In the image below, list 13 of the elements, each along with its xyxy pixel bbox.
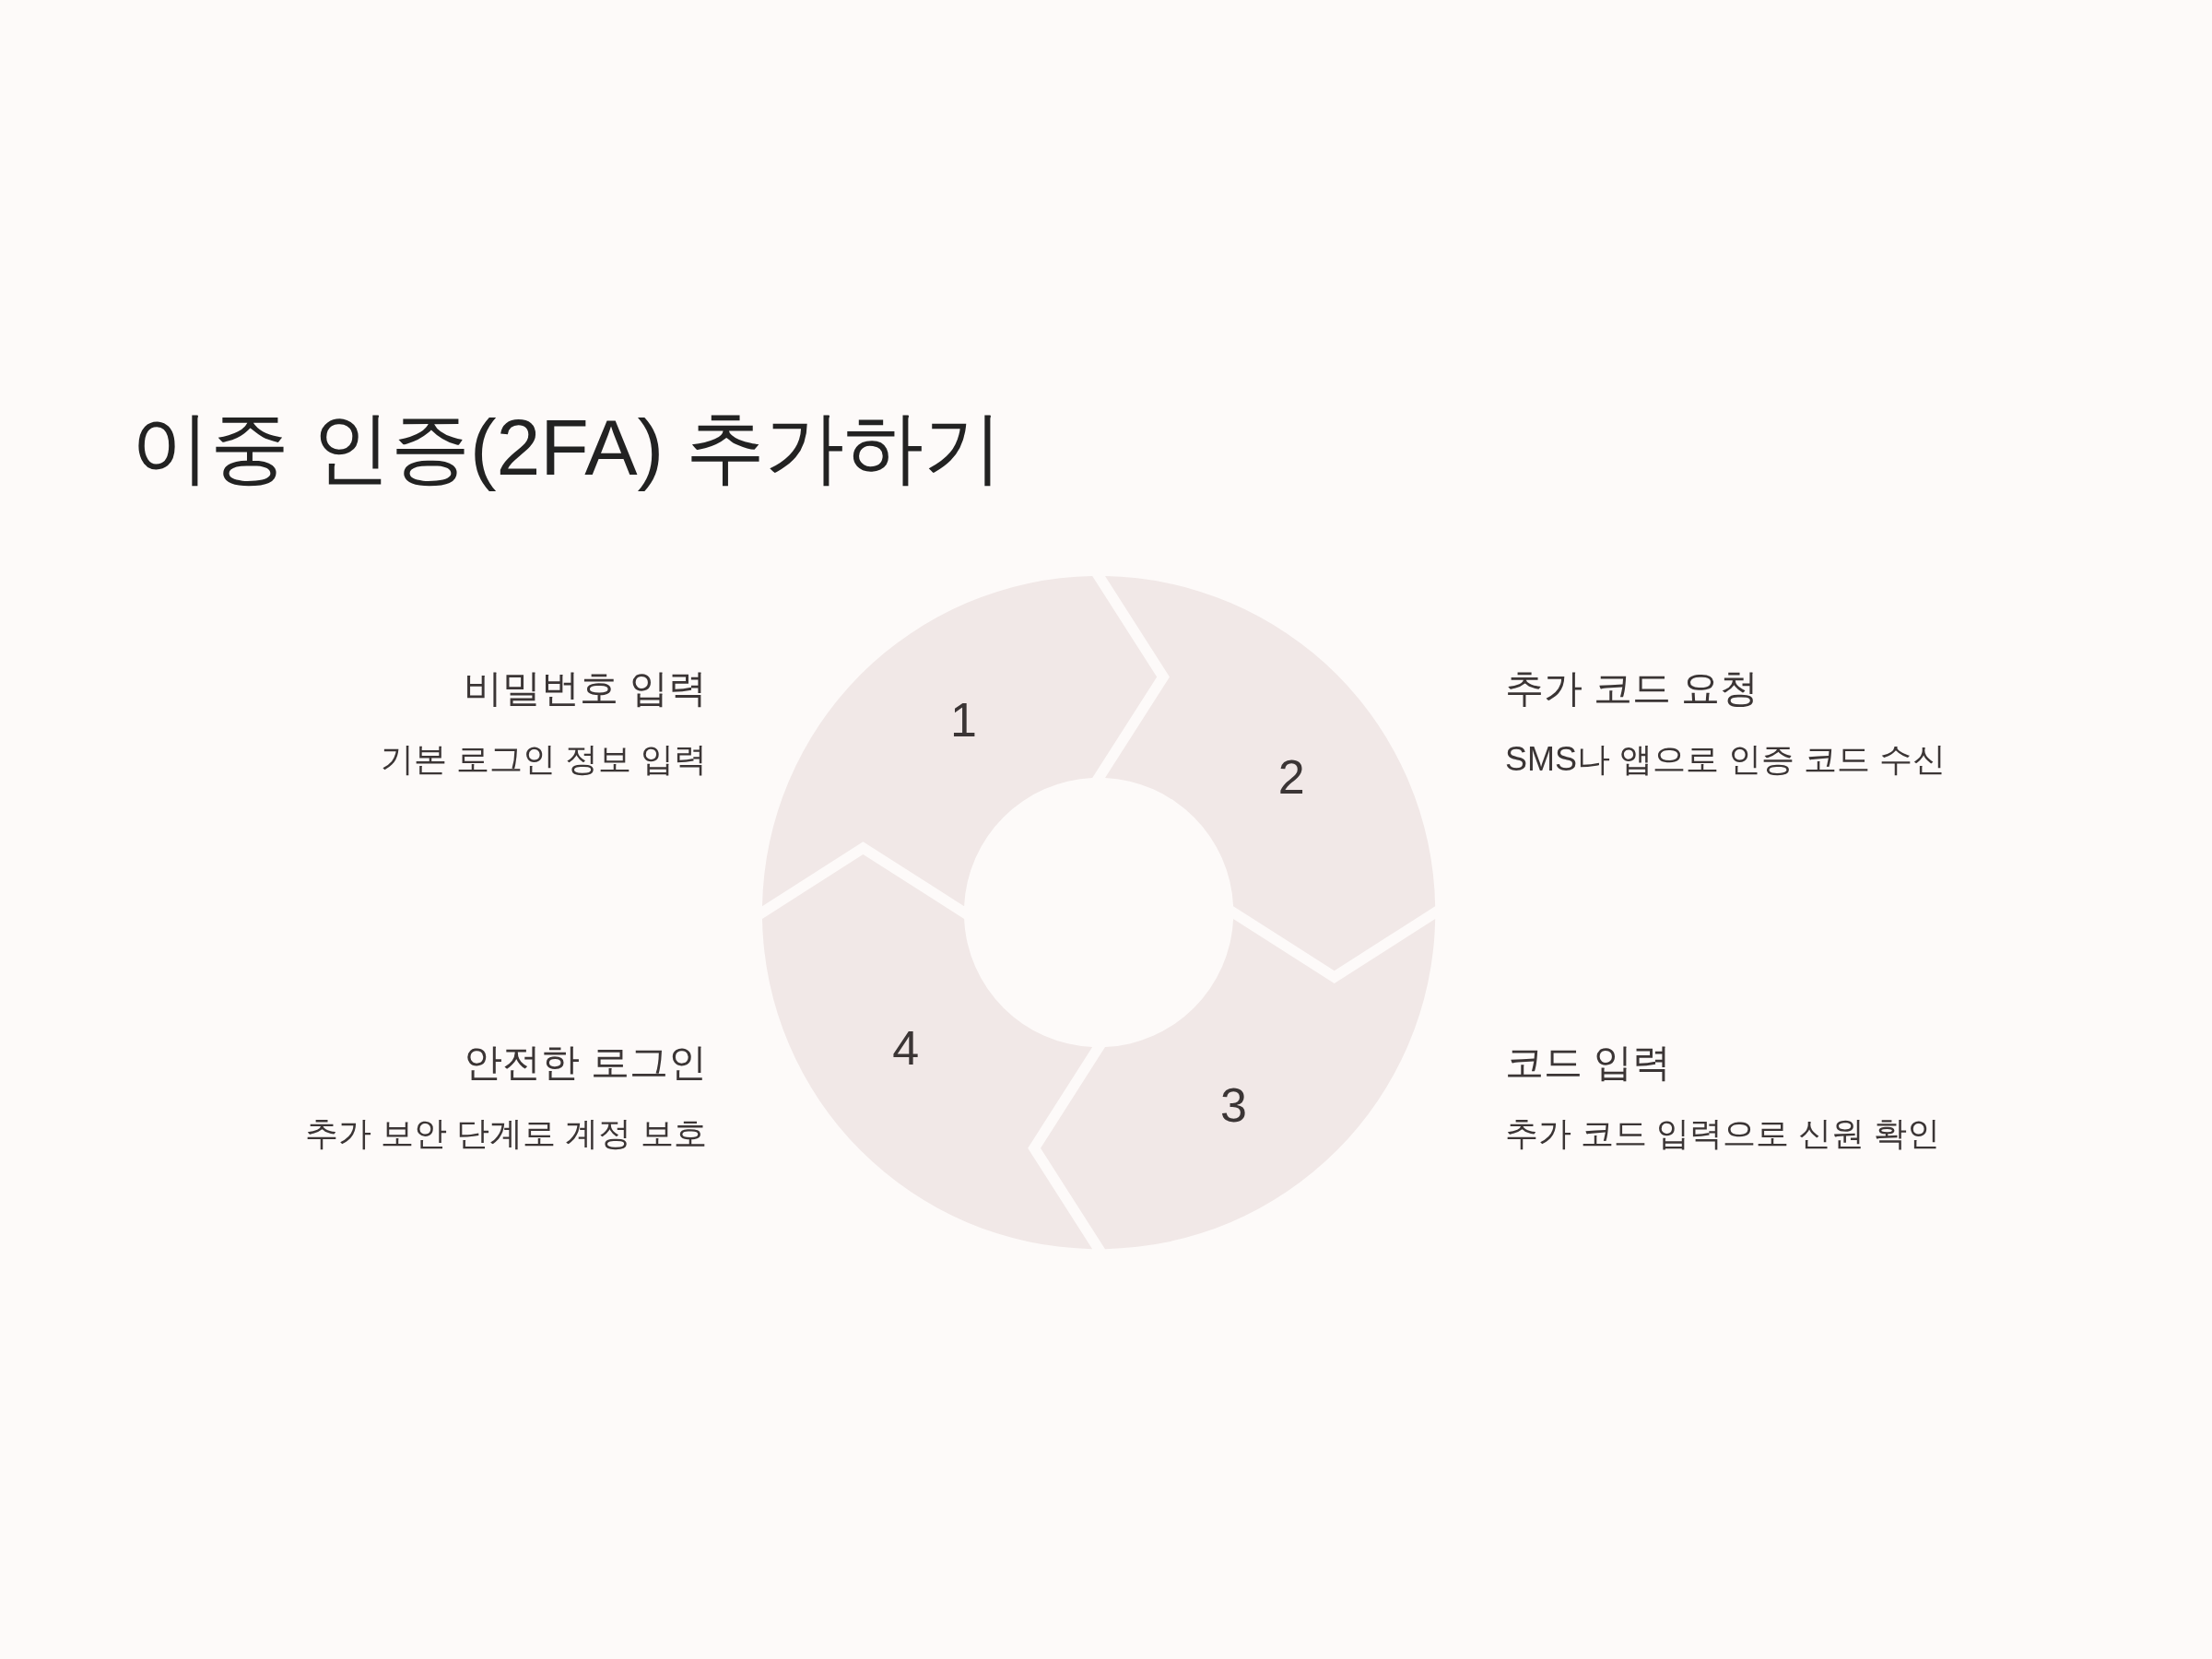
step-description: 기본 로그인 정보 입력 xyxy=(381,739,707,780)
step-number: 1 xyxy=(949,695,977,744)
step-title: 안전한 로그인 xyxy=(464,1040,707,1086)
step-title: 추가 코드 요청 xyxy=(1505,665,1759,712)
step-description: 추가 보안 단계로 계정 보호 xyxy=(305,1113,707,1154)
step-title: 비밀번호 입력 xyxy=(464,665,707,712)
step-description: 추가 코드 입력으로 신원 확인 xyxy=(1505,1113,1940,1154)
step-title: 코드 입력 xyxy=(1505,1040,1671,1086)
title: 이중 인증(2FA) 추가하기 xyxy=(131,402,1004,493)
step-number: 4 xyxy=(892,1023,920,1072)
step-number: 2 xyxy=(1277,753,1305,802)
step-description: SMS나 앱으로 인증 코드 수신 xyxy=(1505,739,1947,780)
step-number: 3 xyxy=(1220,1081,1247,1130)
